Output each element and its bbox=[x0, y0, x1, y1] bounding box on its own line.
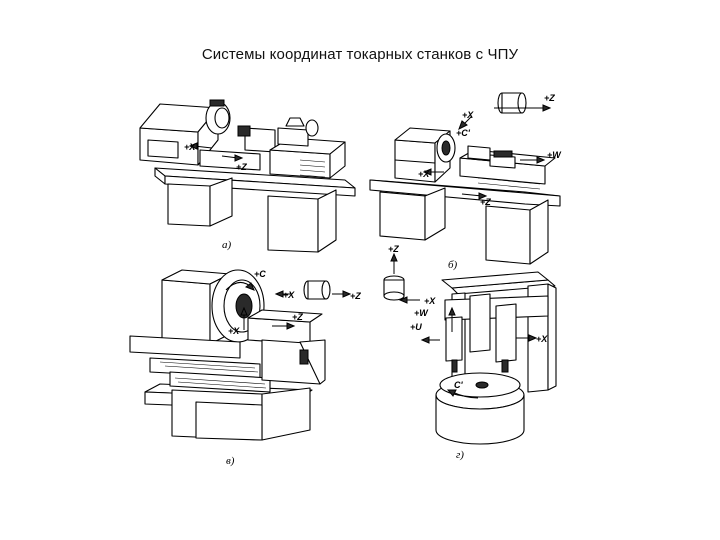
slide-title: Системы координат токарных станков с ЧПУ bbox=[201, 46, 519, 63]
panel-a-label-z: +Z bbox=[236, 162, 247, 172]
panel-d-caption: г) bbox=[456, 449, 464, 461]
panel-c-label-z-top: +Z bbox=[350, 291, 361, 301]
panel-c-label-c: +C bbox=[254, 269, 266, 279]
panel-b-label-x: +X bbox=[418, 169, 430, 179]
panel-c-caption: в) bbox=[226, 455, 235, 467]
panel-d-label-x-left: +X bbox=[424, 296, 436, 306]
panel-c-label-z: +Z bbox=[292, 312, 303, 322]
panel-c-label-x-top: +X bbox=[283, 290, 295, 300]
panel-d-label-x-right: +X bbox=[536, 334, 548, 344]
panel-a-label-x: +X bbox=[184, 142, 196, 152]
panel-a-caption: а) bbox=[222, 239, 232, 251]
panel-b-label-x-top: +X bbox=[462, 110, 474, 120]
panel-c-lathe bbox=[129, 269, 352, 441]
panel-b-label-z: +Z bbox=[480, 197, 491, 207]
panel-b-lathe bbox=[369, 92, 561, 265]
panel-d-vertical-lathe bbox=[383, 252, 557, 445]
panel-d-label-u: +U bbox=[410, 322, 422, 332]
panel-c-label-x: +X bbox=[228, 326, 240, 336]
panel-b-label-c: +C' bbox=[456, 128, 471, 138]
panel-b-caption: б) bbox=[448, 259, 458, 271]
panel-b-label-z-top: +Z bbox=[544, 93, 555, 103]
panel-d-label-w: +W bbox=[414, 308, 429, 318]
panel-d-label-z: +Z bbox=[388, 244, 399, 254]
panel-d-label-c: C' bbox=[454, 380, 463, 390]
panel-b-label-w: +W bbox=[547, 150, 562, 160]
panel-a-lathe bbox=[139, 99, 356, 253]
